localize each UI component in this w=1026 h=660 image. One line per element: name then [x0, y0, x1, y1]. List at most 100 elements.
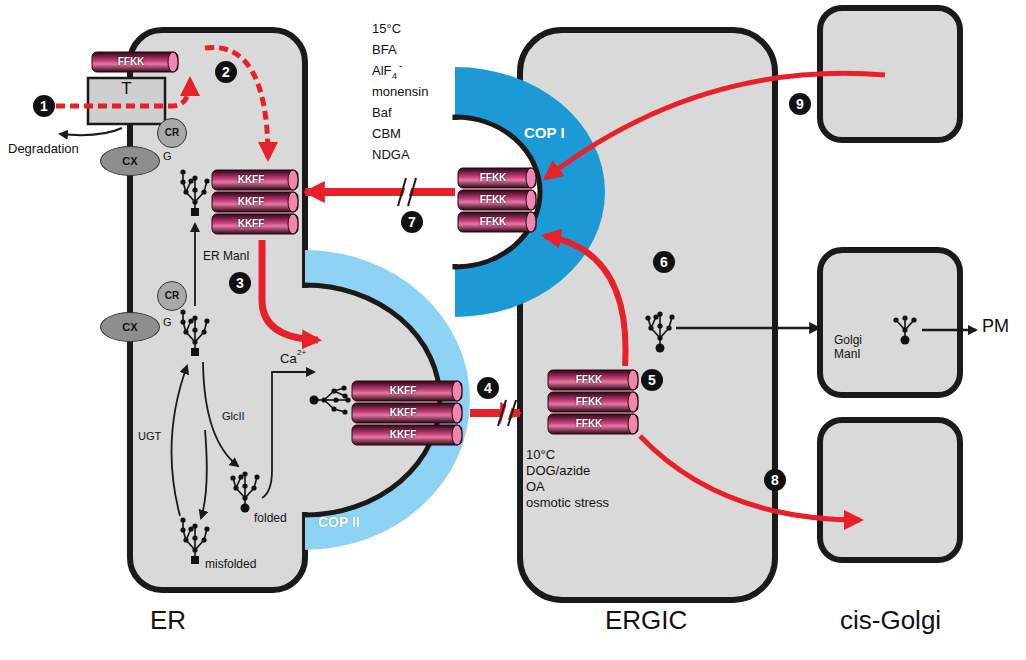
callout-number: 9 — [796, 96, 804, 112]
tube-body — [548, 392, 638, 412]
tube-label: FFKK — [576, 418, 603, 430]
glycan-tree — [180, 517, 209, 564]
glycan-tree — [645, 311, 674, 352]
sugar-residue — [201, 189, 206, 194]
glycan-base — [191, 348, 199, 356]
calcium-arrow — [262, 372, 314, 498]
node-text: ERGIC — [605, 606, 687, 636]
sugar-residue — [902, 327, 907, 332]
copii-coat-shape — [305, 250, 470, 550]
tube-group — [92, 52, 638, 445]
sugar-residue — [242, 495, 247, 500]
condition-text: monensin — [372, 85, 428, 100]
copi-coat-shape — [455, 67, 605, 317]
sugar-residue — [183, 537, 188, 542]
calreticulin: CR — [157, 118, 187, 148]
sugar-residue — [645, 315, 650, 320]
tube — [548, 392, 638, 412]
compartment-label: cis-Golgi — [840, 606, 941, 636]
block-slash — [508, 400, 516, 426]
tube — [92, 52, 178, 72]
tube-label: FFKK — [576, 374, 603, 386]
tube-end — [628, 370, 638, 390]
tube — [352, 425, 462, 445]
tube-body — [352, 381, 462, 401]
tube-label: KKFF — [238, 218, 265, 230]
annotation: Degradation — [8, 142, 79, 157]
sugar-residue — [902, 315, 907, 320]
block-slash — [398, 178, 406, 206]
tube-end — [526, 212, 536, 232]
callout-circle — [764, 469, 786, 491]
callout-number: 8 — [771, 472, 779, 488]
callout-number: 3 — [236, 275, 244, 291]
callout-circle — [477, 377, 499, 399]
callout-number: 2 — [222, 64, 230, 80]
condition-text: Baf — [372, 106, 392, 121]
glycan-base — [241, 504, 250, 513]
golgi-return-arrow — [546, 73, 885, 178]
sugar-residue — [666, 325, 671, 330]
glycan-tree — [893, 315, 916, 344]
sugar-residue — [192, 327, 197, 332]
calnexin: CX — [100, 312, 160, 342]
sugar-residue — [192, 547, 197, 552]
pm-arrow — [922, 329, 976, 332]
glucose-mark: G — [163, 316, 172, 329]
sugar-residue — [331, 406, 336, 411]
sugar-residue — [204, 526, 209, 531]
sugar-residue — [233, 485, 238, 490]
node-text: ER — [150, 606, 186, 636]
tube — [548, 414, 638, 434]
tube-body — [92, 52, 178, 72]
node-text: COP II — [318, 514, 360, 530]
transport-arrow — [775, 327, 820, 330]
callout-circle — [641, 369, 663, 391]
glycan-tree — [180, 169, 209, 216]
tube-end — [288, 192, 298, 212]
tube-end — [526, 168, 536, 188]
sugar-residue — [254, 474, 259, 479]
state-label: folded — [254, 512, 287, 526]
calnexin: CX — [100, 146, 160, 176]
sugar-residue — [180, 319, 185, 324]
sugar-residue — [183, 189, 188, 194]
sugar-residue — [192, 175, 197, 180]
condition-text: AlF — [372, 64, 392, 79]
golgi-arrow — [640, 436, 860, 520]
recruit-arrow — [262, 240, 318, 340]
glycan-base — [191, 556, 199, 564]
tube-body — [212, 214, 298, 234]
sugar-residue — [342, 409, 347, 414]
assembly-arrow — [205, 47, 268, 158]
tube — [212, 214, 298, 234]
sugar-residue — [242, 471, 247, 476]
tube — [212, 192, 298, 212]
tube — [212, 170, 298, 190]
tube-end — [288, 214, 298, 234]
golgi-cisterna: Golgi ManI — [820, 250, 960, 395]
enzyme-label: GlcII — [222, 410, 245, 423]
tube-end — [452, 403, 462, 423]
condition-text: 10°C — [526, 448, 555, 463]
callout-circle — [229, 272, 251, 294]
callout-circle — [215, 61, 237, 83]
tube-label: KKFF — [390, 429, 417, 441]
tube-body — [458, 168, 536, 188]
manI-arrow — [194, 224, 196, 306]
sugar-residue — [192, 199, 197, 204]
node-text: COP I — [524, 124, 565, 141]
sugar-residue — [333, 397, 338, 402]
tube-body — [352, 403, 462, 423]
tube-label: FFKK — [480, 194, 507, 206]
sugar-residue — [180, 179, 185, 184]
block-slash — [408, 178, 416, 206]
state-label: misfolded — [205, 558, 256, 572]
tube-end — [452, 425, 462, 445]
callout-group — [33, 61, 811, 491]
tube-end — [288, 170, 298, 190]
callout-number: 5 — [648, 372, 656, 388]
tube-end — [628, 392, 638, 412]
condition-text: BFA — [372, 43, 397, 58]
